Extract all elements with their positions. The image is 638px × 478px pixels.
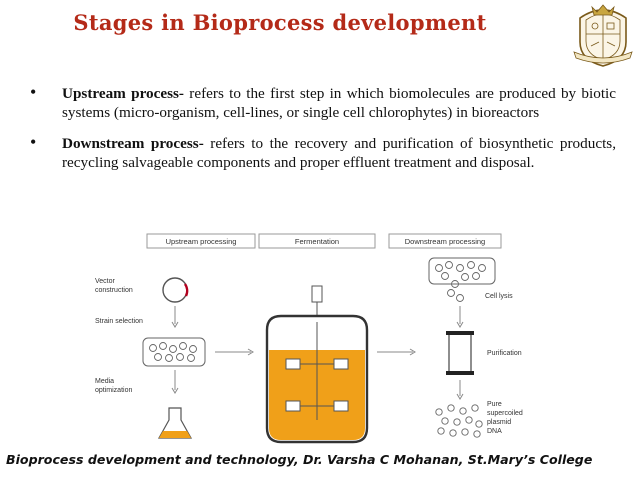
impeller-blade-icon [285,358,301,370]
label-cell-lysis: Cell lysis [485,293,513,300]
header-downstream: Downstream processing [405,237,485,246]
label-optimization: optimization [95,387,132,394]
bullet-list: • Upstream process- refers to the first … [30,82,617,184]
column-base-icon [446,371,474,375]
label-vector: Vector [95,278,116,285]
arrow-head-icon [247,348,254,356]
plasmid-dna-icon [435,404,483,438]
cells-icon [149,342,197,362]
bioprocess-diagram: Upstream processing Fermentation Downstr… [95,233,523,444]
bullet-upstream: • Upstream process- refers to the first … [30,82,617,122]
slide-title: Stages in Bioprocess development [73,10,487,35]
column-cap-icon [446,331,474,335]
label-construction: construction [95,287,133,294]
plasmid-icon [162,277,188,303]
header-upstream: Upstream processing [166,237,237,246]
impeller-blade-icon [285,400,301,412]
downstream-term: Downstream process- [62,135,204,152]
label-supercoiled: supercoiled [487,410,523,417]
impeller-blade-icon [333,358,349,370]
motor-icon [311,285,323,303]
slide-footer: Bioprocess development and technology, D… [6,452,593,467]
lysed-cells-icon [435,261,486,302]
header-box-downstream [388,233,502,249]
bullet-dot: • [30,132,37,152]
arrow-head-icon [171,387,179,394]
label-plasmid: plasmid [487,419,511,426]
bullet-dot: • [30,82,37,102]
arrow-head-icon [456,321,464,328]
college-crest-logo [573,4,633,67]
flask-media-icon [159,431,191,438]
arrow-head-icon [409,348,416,356]
header-box-upstream [146,233,256,249]
label-strain-selection: Strain selection [95,318,143,325]
column-icon [448,333,472,373]
plasmid-insert-icon [183,283,189,297]
label-dna: DNA [487,428,502,435]
impeller-blade-icon [333,400,349,412]
arrow-head-icon [171,321,179,328]
downstream-definition: refers to the recovery and purification … [62,135,617,171]
header-box-fermentation [258,233,376,249]
header-fermentation: Fermentation [295,237,339,246]
label-purification: Purification [487,350,522,357]
bullet-downstream: • Downstream process- refers to the reco… [30,132,617,172]
upstream-definition: refers to the first step in which biomol… [62,85,617,121]
upstream-term: Upstream process- [62,85,184,102]
arrow-head-icon [456,393,464,400]
label-media: Media [95,378,114,385]
label-pure: Pure [487,401,502,408]
